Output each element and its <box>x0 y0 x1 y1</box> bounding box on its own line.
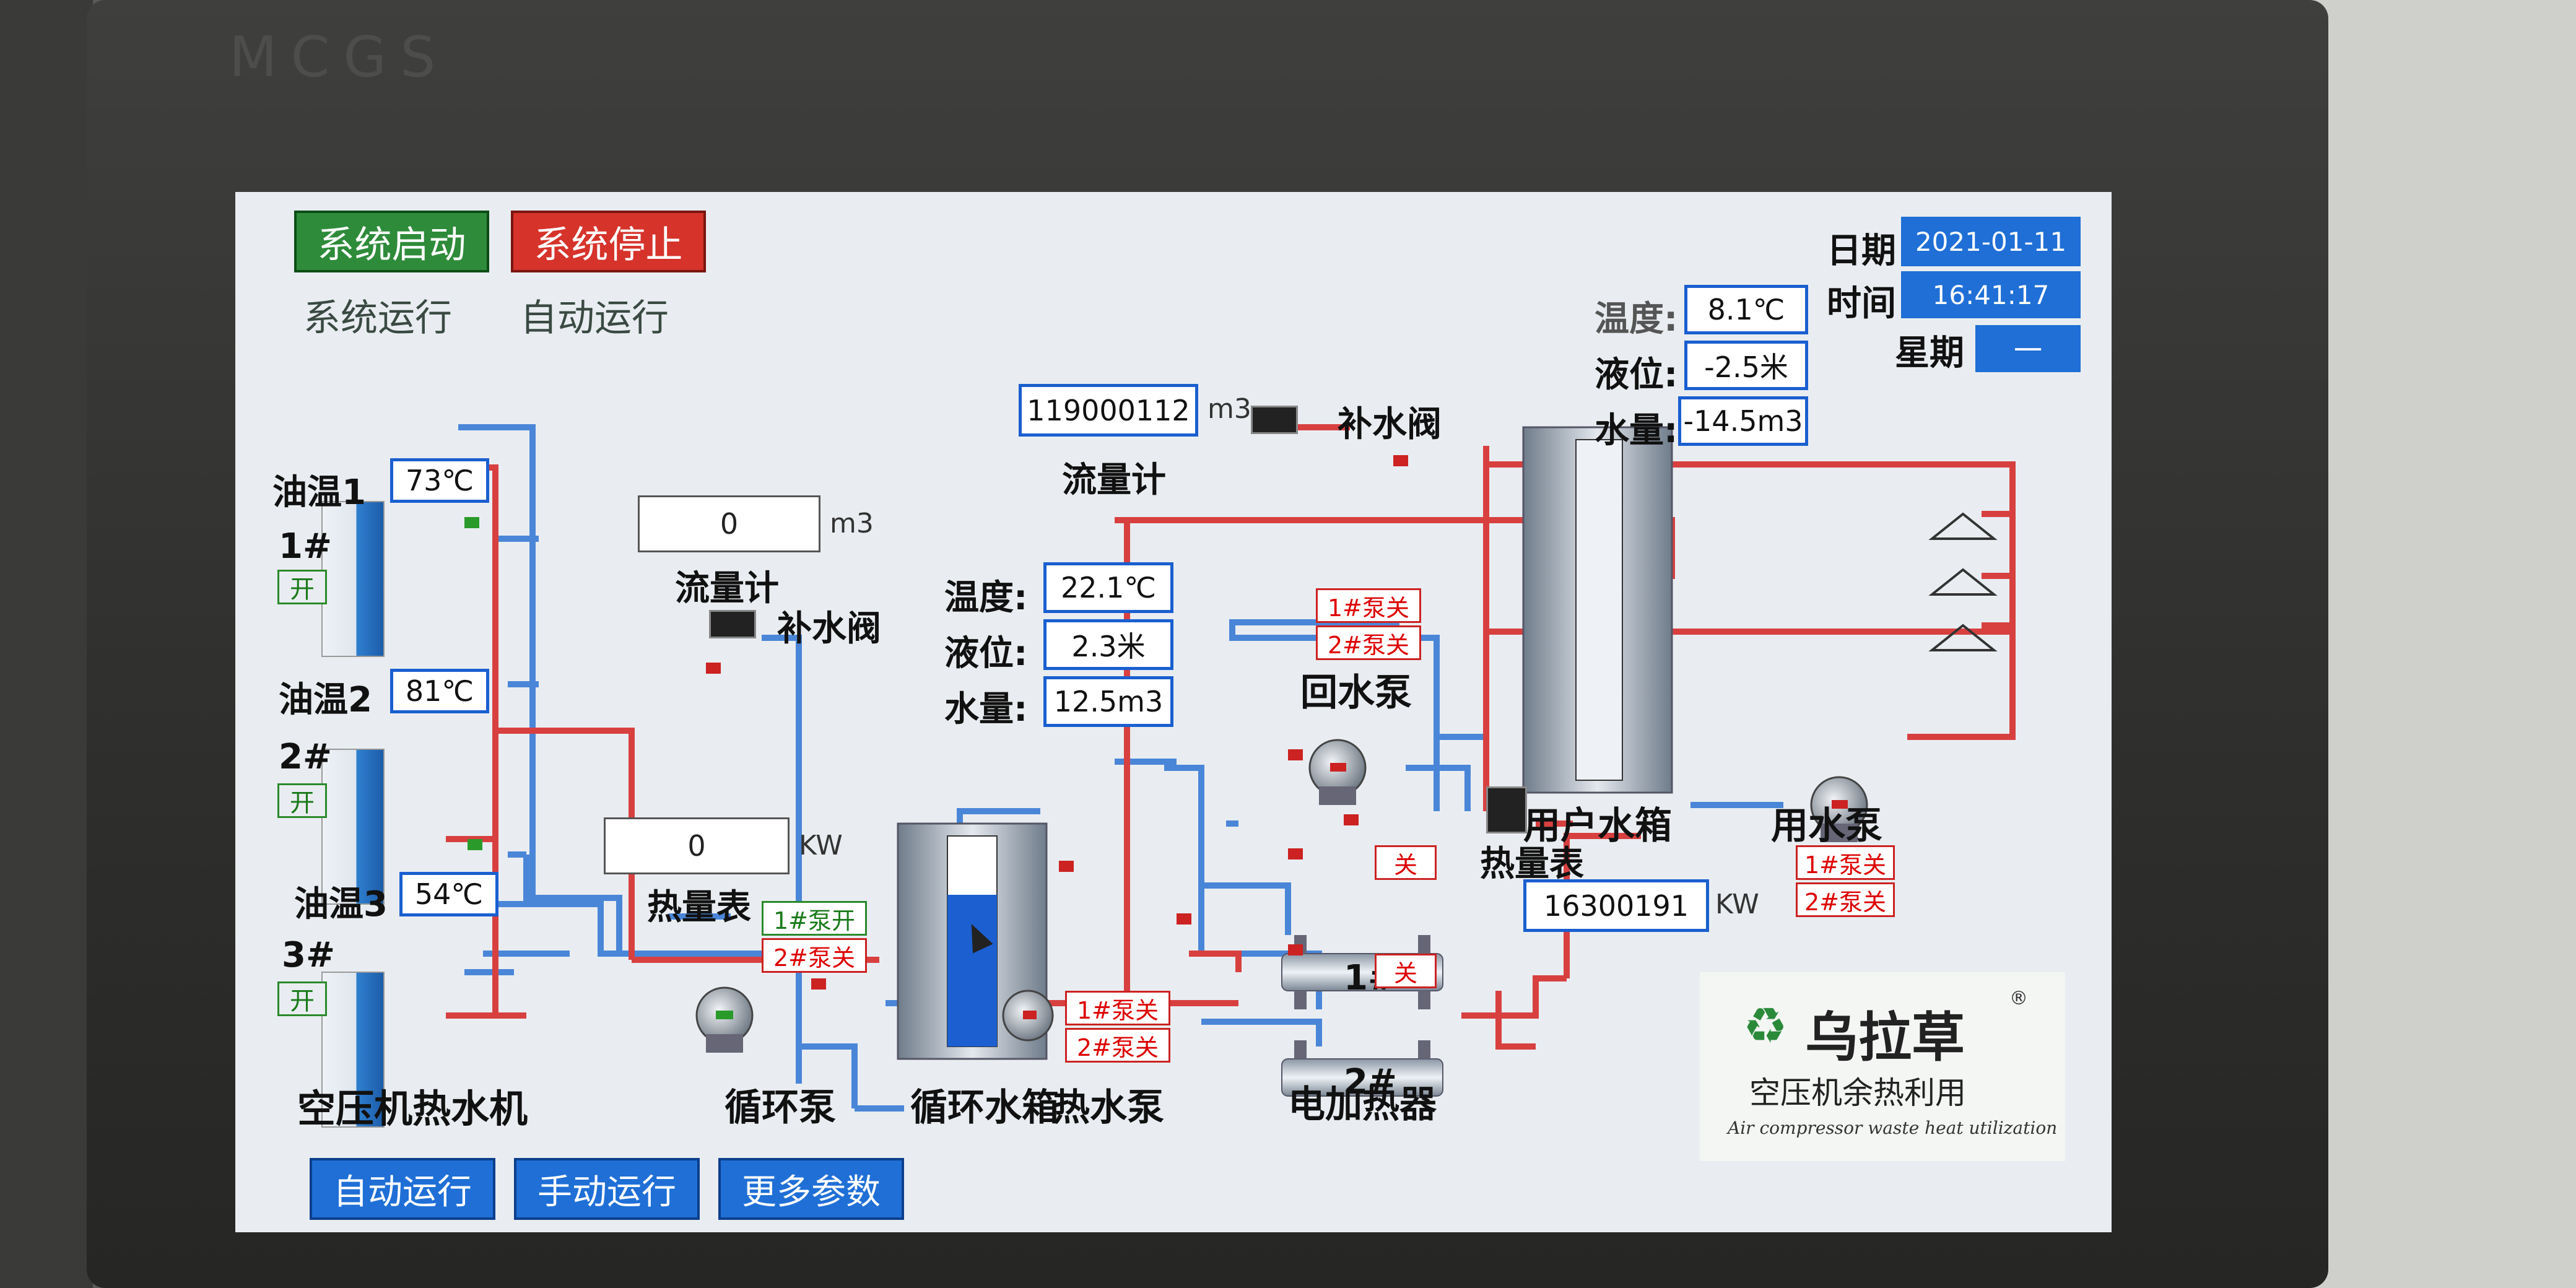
oil-temp-2-value: 81℃ <box>390 669 489 713</box>
compressor-2-id: 2# <box>279 737 332 777</box>
compressor-1-id: 1# <box>279 526 332 567</box>
user-pump-label: 用水泵 <box>1771 804 1882 848</box>
oil-temp-3-label: 油温3 <box>294 884 388 925</box>
return-pump-label: 回水泵 <box>1300 671 1412 715</box>
user-pump-2-status[interactable]: 2#泵关 <box>1796 882 1895 917</box>
right-heatmeter-label: 热量表 <box>1480 844 1584 884</box>
weekday-label: 星期 <box>1895 333 1964 373</box>
right-heatmeter-value: 16300191 <box>1523 879 1709 932</box>
circ-temp-label: 温度: <box>944 578 1028 618</box>
compressor-3-id: 3# <box>282 935 335 975</box>
left-fill-valve-label: 补水阀 <box>777 609 881 649</box>
recycle-icon: ♻ <box>1743 997 1788 1055</box>
more-params-button[interactable]: 更多参数 <box>718 1158 904 1220</box>
auto-run-status: 自动运行 <box>520 297 669 340</box>
oil-temp-2-label: 油温2 <box>279 680 372 720</box>
left-flowmeter-icon <box>709 610 756 638</box>
piping-diagram <box>321 424 2016 1128</box>
left-flowmeter-unit: m3 <box>830 508 874 539</box>
circ-pump-label: 循环泵 <box>724 1086 836 1129</box>
circ-tank-label: 循环水箱 <box>910 1086 1059 1129</box>
circ-pump-2-status[interactable]: 2#泵关 <box>762 938 867 973</box>
user-tank-graphic <box>1522 426 1673 794</box>
hot-pump-label: 热水泵 <box>1053 1086 1164 1129</box>
user-level-label: 液位: <box>1595 355 1678 395</box>
heater-2-state[interactable]: 关 <box>1375 954 1437 988</box>
oil-temp-1-label: 油温1 <box>272 472 366 513</box>
compressor-group-label: 空压机热水机 <box>297 1086 528 1131</box>
right-heatmeter-icon <box>1486 786 1527 833</box>
hmi-screen: 系统启动 系统停止 系统运行 自动运行 日期 2021-01-11 时间 16:… <box>235 192 2112 1232</box>
user-tank-label: 用户水箱 <box>1523 804 1672 848</box>
left-heatmeter-label: 热量表 <box>647 887 751 928</box>
user-temp-label: 温度: <box>1595 299 1678 339</box>
compressor-1-state[interactable]: 开 <box>277 570 327 604</box>
heaters-label: 电加热器 <box>1288 1083 1437 1126</box>
time-display: 16:41:17 <box>1901 271 2081 318</box>
right-heatmeter-unit: KW <box>1715 889 1759 920</box>
hot-pump-1-status[interactable]: 1#泵关 <box>1065 991 1170 1025</box>
system-start-button[interactable]: 系统启动 <box>294 211 489 272</box>
compressor-2-state[interactable]: 开 <box>277 783 327 818</box>
return-pump-1-status[interactable]: 1#泵关 <box>1316 588 1421 623</box>
weekday-display: 一 <box>1975 325 2081 372</box>
user-volume-label: 水量: <box>1595 411 1678 451</box>
left-flowmeter-label: 流量计 <box>675 568 779 609</box>
logo-name: 乌拉草 <box>1805 1007 1965 1069</box>
left-heatmeter-unit: KW <box>799 830 843 861</box>
logo-subtitle: 空压机余热利用 <box>1749 1075 1966 1111</box>
top-flowmeter-icon <box>1251 406 1298 434</box>
valve-graphics <box>464 455 1408 990</box>
circ-level-value: 2.3米 <box>1043 619 1173 670</box>
brand-logo: MCGS <box>229 25 450 90</box>
pump-graphics <box>695 739 1868 1053</box>
logo-registered: ® <box>2009 988 2028 1009</box>
date-display: 2021-01-11 <box>1901 217 2081 266</box>
shower-heads <box>1928 512 1998 651</box>
circ-volume-label: 水量: <box>944 689 1028 729</box>
manual-run-button[interactable]: 手动运行 <box>514 1158 700 1220</box>
date-label: 日期 <box>1827 231 1896 271</box>
circ-temp-value: 22.1℃ <box>1043 562 1173 613</box>
user-pump-1-status[interactable]: 1#泵关 <box>1796 845 1895 880</box>
top-flowmeter-label: 流量计 <box>1062 460 1166 500</box>
compressor-units <box>321 501 385 1128</box>
circ-pump-1-status[interactable]: 1#泵开 <box>762 901 867 936</box>
oil-temp-1-value: 73℃ <box>390 458 489 503</box>
logo-english: Air compressor waste heat utilization <box>1728 1118 2058 1138</box>
company-logo-panel: ♻ 乌拉草 ® 空压机余热利用 Air compressor waste hea… <box>1700 972 2065 1161</box>
top-flowmeter-unit: m3 <box>1208 393 1251 425</box>
top-flowmeter-value: 119000112 <box>1019 384 1198 437</box>
heater-1-state[interactable]: 关 <box>1375 845 1437 880</box>
system-run-status: 系统运行 <box>303 297 452 340</box>
left-flowmeter-value: 0 <box>638 495 820 552</box>
left-heatmeter-value: 0 <box>604 817 790 874</box>
hot-pump-2-status[interactable]: 2#泵关 <box>1065 1028 1170 1063</box>
time-label: 时间 <box>1827 284 1896 324</box>
user-volume-value: -14.5m3 <box>1678 396 1808 446</box>
heater-2-label: 2# <box>1344 1062 1397 1102</box>
system-stop-button[interactable]: 系统停止 <box>511 211 706 272</box>
return-pump-2-status[interactable]: 2#泵关 <box>1316 625 1421 660</box>
circ-volume-value: 12.5m3 <box>1043 676 1173 727</box>
oil-temp-3-value: 54℃ <box>399 872 498 916</box>
user-level-value: -2.5米 <box>1684 341 1808 390</box>
auto-run-button[interactable]: 自动运行 <box>310 1158 495 1220</box>
top-fill-valve-label: 补水阀 <box>1338 404 1442 445</box>
circ-level-label: 液位: <box>944 633 1028 674</box>
user-temp-value: 8.1℃ <box>1684 285 1808 334</box>
compressor-3-state[interactable]: 开 <box>277 981 327 1016</box>
